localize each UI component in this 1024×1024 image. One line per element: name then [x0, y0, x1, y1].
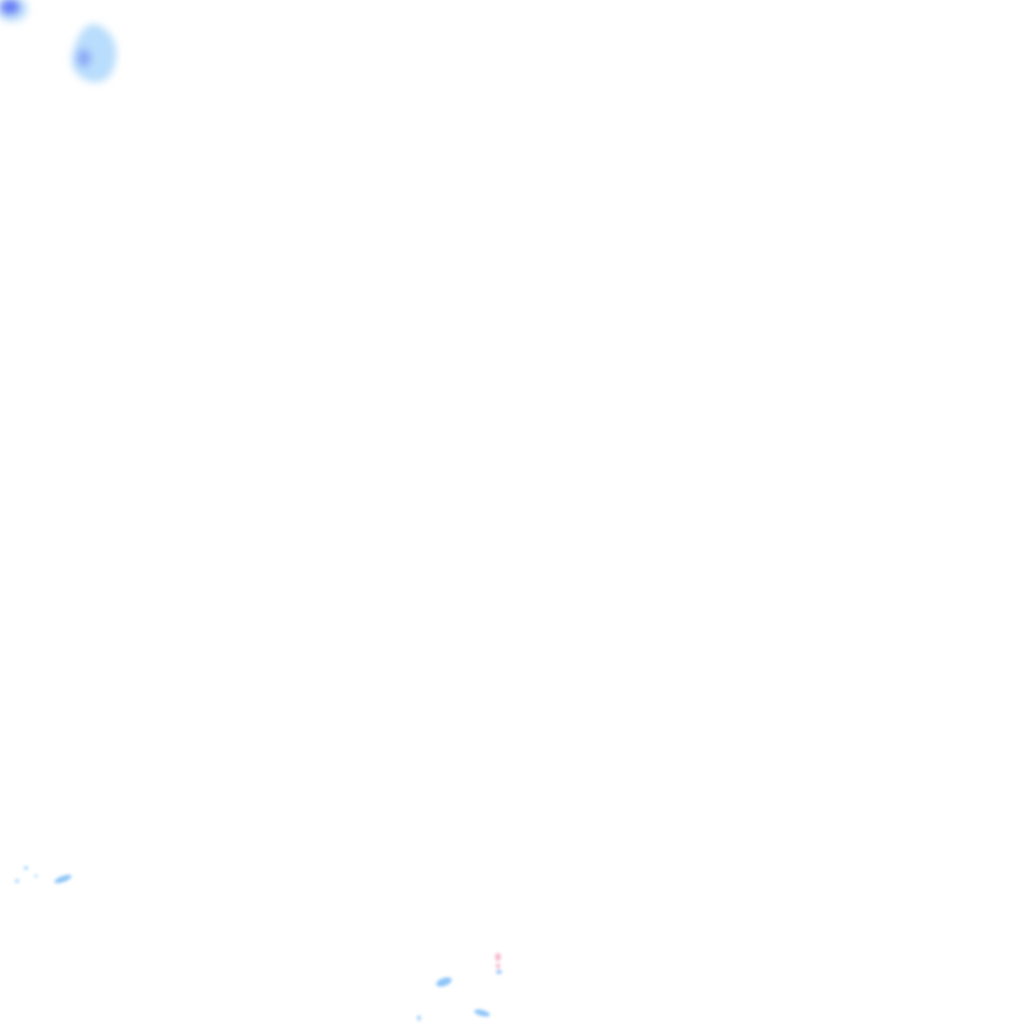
- mixed-precip-spot: [496, 963, 500, 969]
- precip-spot: [417, 1015, 421, 1021]
- precip-core-main: [77, 49, 91, 67]
- precip-core-corner: [0, 0, 20, 15]
- precip-spot: [15, 879, 19, 883]
- precip-spot: [496, 970, 502, 974]
- mixed-precip-spot: [495, 953, 501, 961]
- precip-cell-main: [71, 23, 117, 83]
- precip-spot: [24, 866, 28, 870]
- precip-spot: [34, 874, 38, 878]
- precip-spot: [54, 874, 72, 884]
- precip-spot: [436, 977, 452, 987]
- precip-spot: [474, 1009, 490, 1017]
